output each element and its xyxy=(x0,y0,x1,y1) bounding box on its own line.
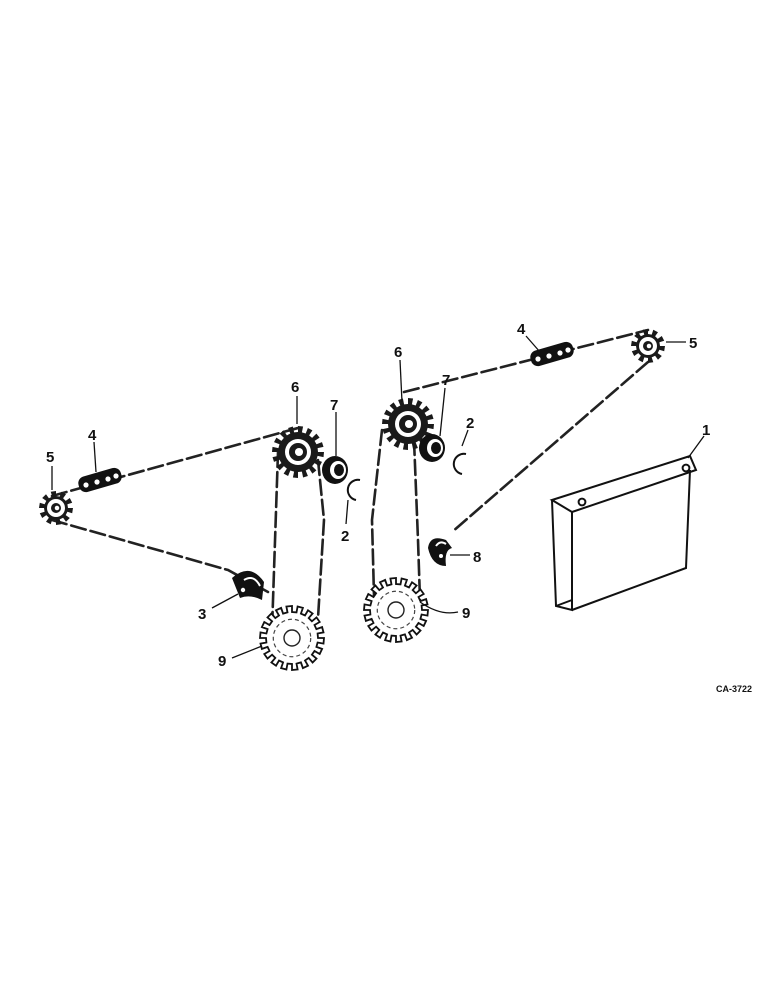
callout-right-7: 7 xyxy=(442,372,450,389)
callout-left-2: 2 xyxy=(341,528,349,545)
left-drive-sprocket xyxy=(259,605,325,671)
chain-shield xyxy=(549,454,698,612)
right-large-sprocket xyxy=(382,398,434,450)
right-chain-tightener xyxy=(428,538,452,566)
callout-left-9: 9 xyxy=(218,653,226,670)
callout-labels: 5 4 6 7 2 3 9 6 4 5 7 2 8 9 1 CA-3722 xyxy=(46,321,752,694)
callout-right-8: 8 xyxy=(473,549,481,566)
right-chain-left xyxy=(370,428,384,598)
callout-left-4: 4 xyxy=(88,427,97,444)
left-connector-link xyxy=(78,467,122,493)
right-chain-diagonal xyxy=(450,360,650,534)
callout-right-1: 1 xyxy=(702,422,710,439)
left-drive-assembly xyxy=(39,426,361,671)
callout-left-5: 5 xyxy=(46,449,54,466)
right-small-sprocket xyxy=(631,329,665,363)
right-drive-assembly xyxy=(363,328,665,643)
right-chain-inner xyxy=(412,438,422,602)
callout-right-9: 9 xyxy=(462,605,470,622)
callout-right-5: 5 xyxy=(689,335,697,352)
left-snap-ring xyxy=(346,478,361,501)
left-large-sprocket xyxy=(272,426,324,478)
right-snap-ring xyxy=(452,452,467,475)
leader-lines xyxy=(51,335,705,659)
right-connector-link xyxy=(530,341,574,367)
left-small-sprocket xyxy=(39,491,73,525)
callout-left-7: 7 xyxy=(330,397,338,414)
right-bearing xyxy=(419,434,445,462)
left-chain-tightener xyxy=(232,570,264,600)
callout-left-6: 6 xyxy=(291,379,299,396)
drawing-code: CA-3722 xyxy=(716,684,752,694)
callout-right-4: 4 xyxy=(517,321,526,338)
left-chain-inner xyxy=(270,450,280,632)
callout-left-3: 3 xyxy=(198,606,206,623)
left-chain-right xyxy=(316,458,326,620)
right-drive-sprocket xyxy=(363,577,429,643)
callout-right-2: 2 xyxy=(466,415,474,432)
left-bearing xyxy=(322,456,348,484)
callout-right-6: 6 xyxy=(394,344,402,361)
right-chain-top xyxy=(402,328,650,394)
